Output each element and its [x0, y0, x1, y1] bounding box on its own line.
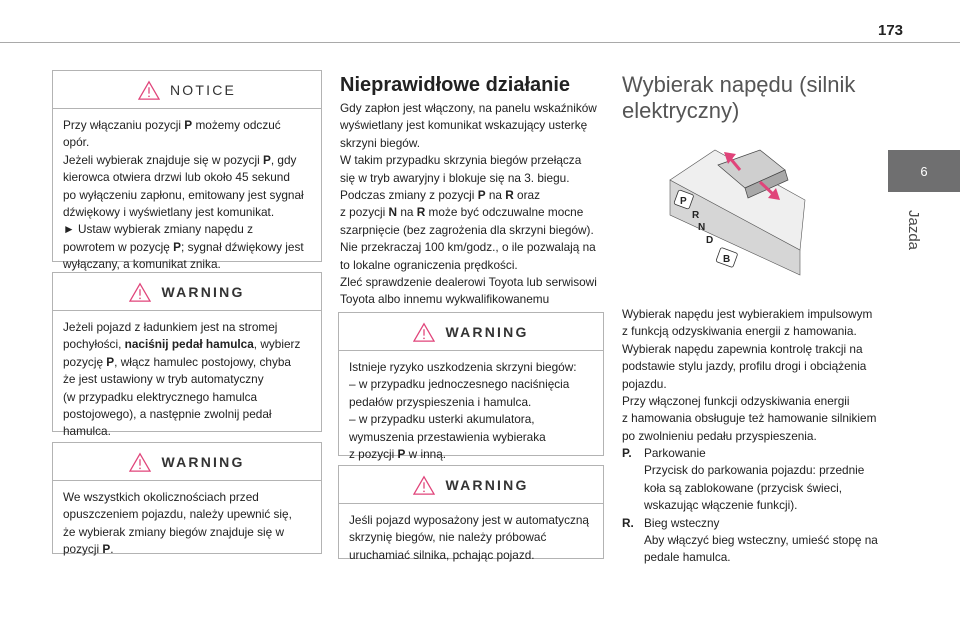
text-line: że jest ustawiony w tryb automatyczny: [63, 372, 264, 387]
warning-title-2: WARNING: [161, 453, 245, 470]
warning-title-3: WARNING: [445, 323, 529, 340]
malfunction-title: Nieprawidłowe działanie: [340, 74, 571, 96]
text-line: po wyłączeniu zapłonu, emitowany jest sy…: [63, 187, 304, 202]
warning-triangle-icon: [137, 80, 160, 100]
text-line: opór.: [63, 135, 90, 150]
warning-triangle-icon: [129, 452, 152, 472]
text-line: pozycji P.: [63, 542, 114, 557]
gear-letter-d: D: [706, 235, 713, 246]
text-line: postojowego), a następnie zwolnij pedał: [63, 407, 272, 422]
text-line: Zleć sprawdzenie dealerowi Toyota lub se…: [340, 275, 597, 290]
text-line: – w przypadku usterki akumulatora,: [349, 412, 535, 427]
header-divider: [0, 42, 960, 43]
warning-body-4: Jeśli pojazd wyposażony jest w automatyc…: [339, 504, 603, 572]
gear-button-p: [673, 189, 694, 210]
warning-box-3: WARNING Istnieje ryzyko uszkodzenia skrz…: [338, 312, 604, 461]
warning-header-3: WARNING: [339, 313, 603, 351]
gear-button-b: [715, 247, 738, 268]
selector-item-r: R. Bieg wsteczny Aby włączyć bieg wstecz…: [622, 515, 878, 565]
warning-title-4: WARNING: [445, 476, 529, 493]
text-line: – w przypadku jednoczesnego naciśnięcia: [349, 377, 570, 392]
text-line: skrzyni biegów.: [340, 135, 420, 150]
warning-header-2: WARNING: [53, 443, 321, 481]
text-line: W takim przypadku skrzynia biegów przełą…: [340, 153, 582, 168]
warning-box-1: WARNING Jeżeli pojazd z ładunkiem jest n…: [52, 272, 322, 438]
text-line: że wybierak zmiany biegów znajduje się w: [63, 524, 284, 539]
gear-letter-p: P: [680, 196, 687, 207]
chapter-number: 6: [920, 163, 928, 179]
text-line: z pozycji P w inną.: [349, 447, 447, 462]
text-line: się w tryb awaryjny i blokuje się na 3. …: [340, 170, 570, 185]
text-line: Przy włączaniu pozycji P możemy odczuć: [63, 118, 281, 132]
selector-items: P. Parkowanie Przycisk do parkowania poj…: [622, 445, 884, 567]
text-line: (w przypadku elektrycznego hamulca: [63, 389, 258, 404]
notice-title: NOTICE: [169, 81, 237, 98]
text-line: Nie przekraczaj 100 km/godz., o ile pozw…: [340, 240, 596, 255]
text-line: wyświetlany jest komunikat wskazujący us…: [340, 118, 588, 133]
warning-header-1: WARNING: [53, 273, 321, 311]
text-line: Gdy zapłon jest włączony, na panelu wska…: [340, 101, 597, 115]
notice-header: NOTICE: [53, 71, 321, 109]
text-line: We wszystkich okolicznościach przed: [63, 490, 259, 504]
text-line: Jeżeli pojazd z ładunkiem jest na strome…: [63, 320, 278, 334]
notice-box: NOTICE Przy włączaniu pozycji P możemy o…: [52, 70, 322, 271]
gear-letter-n: N: [698, 222, 705, 233]
text-line: dźwiękowy i wyświetlany jest komunikat.: [63, 205, 275, 220]
chapter-tab[interactable]: 6: [888, 150, 960, 192]
warning-box-4: WARNING Jeśli pojazd wyposażony jest w a…: [338, 465, 604, 562]
text-line: powrotem w pozycję P; sygnał dźwiękowy j…: [63, 239, 304, 254]
malfunction-text: Gdy zapłon jest włączony, na panelu wska…: [340, 100, 612, 326]
drive-selector-illustration: P R N D B: [669, 149, 806, 276]
warning-triangle-icon: [413, 322, 436, 342]
warning-body-3: Istnieje ryzyko uszkodzenia skrzyni bieg…: [339, 351, 603, 471]
notice-body: Przy włączaniu pozycji P możemy odczuć op…: [53, 109, 321, 282]
text-line: wymuszenia przestawienia wybieraka: [349, 429, 546, 444]
warning-body-1: Jeżeli pojazd z ładunkiem jest na strome…: [53, 311, 321, 449]
selector-intro: Wybierak napędu jest wybierakiem impulso…: [622, 307, 877, 443]
text-line: pochyłości, naciśnij pedał hamulca, wybi…: [63, 337, 301, 352]
warning-triangle-icon: [129, 282, 152, 302]
chapter-title: Jazda: [905, 210, 922, 251]
selector-title: Wybierak napędu (silnik elektryczny): [622, 72, 856, 123]
text-line: pozycję P, włącz hamulec postojowy, chyb…: [63, 354, 291, 369]
text-line: wyłączany, a komunikat znika.: [63, 257, 221, 272]
text-line: skrzynię biegów, nie należy próbować: [349, 530, 547, 545]
text-line: Jeśli pojazd wyposażony jest w automatyc…: [349, 513, 589, 527]
text-line: Toyota albo innemu wykwalifikowanemu: [340, 292, 550, 307]
warning-body-2: We wszystkich okolicznościach przed opusz…: [53, 481, 321, 567]
text-line: kierowca otwiera drzwi lub około 45 seku…: [63, 170, 290, 185]
selector-item-p: P. Parkowanie Przycisk do parkowania poj…: [622, 446, 865, 513]
text-line: Podczas zmiany z pozycji P na R oraz: [340, 188, 541, 203]
text-line: ► Ustaw wybierak zmiany napędu z: [63, 222, 254, 237]
text-line: opuszczeniem pojazdu, należy upewnić się…: [63, 507, 292, 522]
gear-letter-b: B: [723, 254, 730, 265]
page-number: 173: [878, 22, 904, 39]
gear-letter-r: R: [692, 210, 700, 221]
text-line: pedałów przyspieszenia i hamulca.: [349, 394, 532, 409]
text-line: Istnieje ryzyko uszkodzenia skrzyni bieg…: [349, 360, 577, 374]
text-line: szarpnięcie (bez zagrożenia dla skrzyni …: [340, 222, 594, 237]
text-line: hamulca.: [63, 424, 111, 439]
warning-triangle-icon: [413, 475, 436, 495]
text-line: Jeżeli wybierak znajduje się w pozycji P…: [63, 152, 297, 167]
text-line: z pozycji N na R może być odczuwalne moc…: [340, 205, 584, 220]
text-line: to lokalne ograniczenia prędkości.: [340, 257, 518, 272]
warning-header-4: WARNING: [339, 466, 603, 504]
text-line: uruchamiać silnika, pchając pojazd.: [349, 547, 535, 562]
warning-title-1: WARNING: [161, 283, 245, 300]
warning-box-2: WARNING We wszystkich okolicznościach pr…: [52, 442, 322, 556]
